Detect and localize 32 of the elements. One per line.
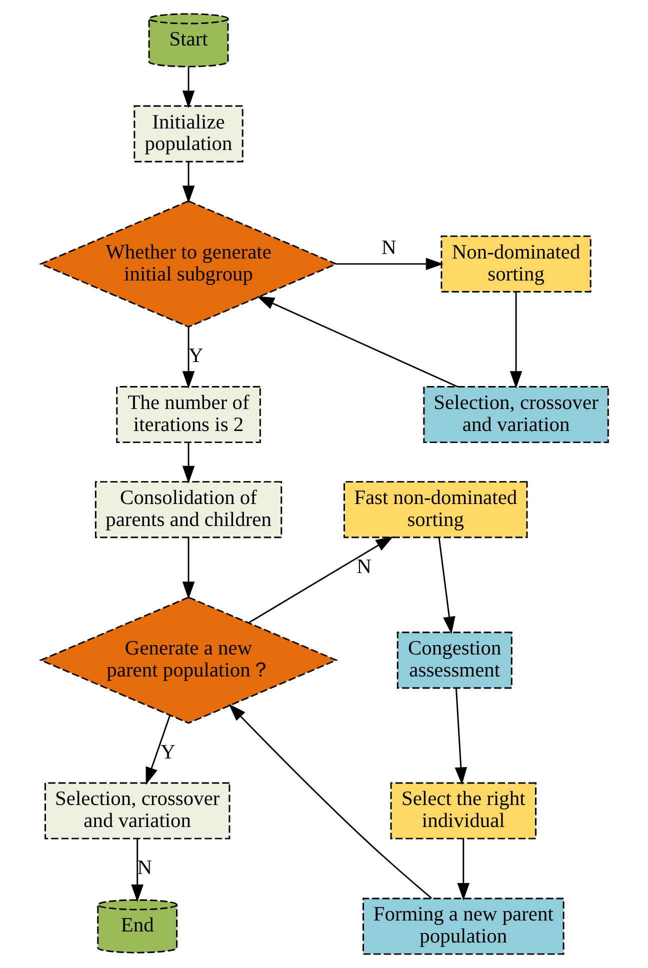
arrow bbox=[509, 292, 522, 389]
arrow bbox=[456, 838, 470, 901]
arrow bbox=[182, 66, 194, 108]
edge-label: Y bbox=[188, 345, 203, 368]
node-box: Initialize population bbox=[133, 105, 243, 162]
node-box: The number of iterations is 2 bbox=[116, 386, 260, 444]
edge-label: N bbox=[380, 237, 396, 260]
node-box: Forming a new parent population bbox=[362, 898, 564, 955]
node-box: Selection, crossover and variation bbox=[422, 386, 608, 444]
node-diamond: Whether to generate initial subgroup bbox=[38, 200, 338, 328]
arrow bbox=[228, 704, 432, 899]
arrow bbox=[256, 296, 458, 388]
edge-label: N bbox=[356, 556, 371, 578]
node-diamond: Generate a new parent population？ bbox=[38, 596, 338, 724]
edge-label: N bbox=[136, 856, 152, 879]
arrow bbox=[145, 715, 170, 785]
arrow bbox=[336, 258, 443, 270]
arrow bbox=[438, 537, 455, 634]
arrow bbox=[182, 537, 194, 600]
arrow bbox=[248, 536, 393, 624]
arrow bbox=[454, 688, 467, 785]
node-box: Select the right individual bbox=[390, 782, 536, 840]
node-box: Consolidation of parents and children bbox=[94, 481, 282, 538]
node-box: Congestion assessment bbox=[396, 632, 512, 689]
edge-label: Y bbox=[160, 741, 175, 764]
arrow bbox=[130, 838, 143, 902]
arrow bbox=[182, 162, 194, 204]
arrow bbox=[182, 327, 194, 389]
node-box: Non-dominated sorting bbox=[440, 235, 591, 292]
node-box: Selection, crossover and variation bbox=[44, 782, 230, 840]
arrow bbox=[182, 442, 194, 484]
node-box: Fast non-dominated sorting bbox=[343, 481, 528, 538]
